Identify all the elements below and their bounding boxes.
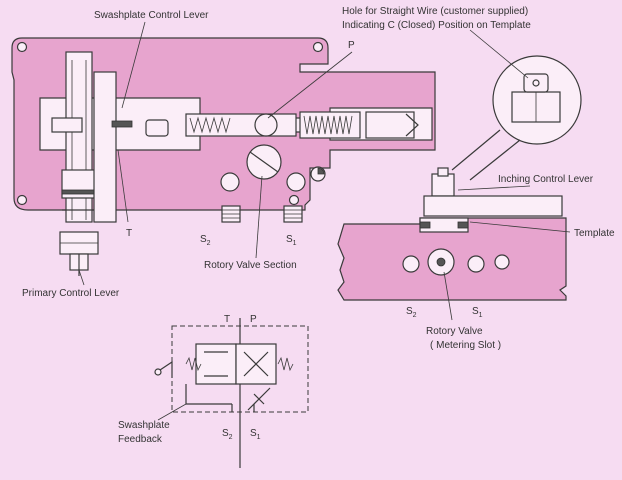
inching-lever-detail	[337, 55, 582, 301]
leader-template	[469, 221, 571, 233]
label-rotory-valve-section: Rotory Valve Section	[204, 260, 297, 271]
leader-primary	[78, 269, 85, 286]
inching-rotary-core	[436, 257, 446, 267]
fitting-s2-thread	[222, 209, 240, 219]
port-s1-circle	[286, 172, 306, 192]
schem-lever-pivot	[154, 368, 162, 376]
inching-small-port	[494, 254, 510, 270]
spool-body	[185, 113, 297, 137]
leader-inching	[457, 185, 531, 191]
schem-spring-right	[277, 356, 294, 372]
left-pin	[51, 117, 83, 133]
template-seal-right	[457, 221, 469, 229]
leader-swashplate	[121, 21, 146, 109]
inching-knob	[431, 173, 455, 197]
label-inching-control-lever: Inching Control Lever	[498, 174, 594, 185]
label-s1-main: S1	[286, 234, 297, 247]
leader-feedback	[157, 403, 187, 421]
valve-left-paths	[204, 351, 228, 377]
inching-lever-plate	[423, 195, 563, 217]
label-hole-line1: Hole for Straight Wire (customer supplie…	[342, 6, 528, 17]
label-template: Template	[574, 228, 615, 239]
zoom-leader-b	[469, 139, 521, 181]
spool-spring-right	[303, 115, 353, 135]
main-valve-assembly	[11, 37, 436, 276]
mount-hole-tl	[16, 41, 28, 53]
label-p-schem: P	[250, 314, 257, 325]
detail-wire-hole	[532, 79, 540, 87]
valve-right-paths	[243, 351, 269, 377]
schem-orifice	[247, 387, 271, 411]
swashplate-lever-block	[93, 71, 117, 223]
label-swashplate-control-lever: Swashplate Control Lever	[94, 10, 209, 21]
label-s1-right: S1	[472, 306, 483, 319]
label-swashplate-feedback-1: Swashplate	[118, 420, 170, 431]
label-s2-schem: S2	[222, 428, 233, 441]
label-p-top: P	[348, 40, 355, 51]
mount-hole-tr	[312, 41, 324, 53]
rotary-valve-slot	[249, 151, 279, 173]
small-port-fill	[317, 167, 325, 175]
leader-hole	[469, 29, 529, 79]
leader-rotory-valve	[443, 271, 453, 321]
mount-hole-br	[288, 194, 300, 206]
label-primary-control-lever: Primary Control Lever	[22, 288, 120, 299]
leader-rotory-section	[255, 175, 263, 259]
leader-p	[267, 51, 353, 119]
spool-spring-left	[189, 116, 231, 134]
label-s1-schem: S1	[250, 428, 261, 441]
schem-spring-left	[185, 356, 202, 372]
end-plug-tip	[405, 113, 419, 137]
inching-port-s2	[402, 255, 420, 273]
inching-port-s1	[467, 255, 485, 273]
end-plug	[365, 111, 415, 139]
valve-envelope-left	[195, 343, 237, 385]
template-seal-left	[419, 221, 431, 229]
label-t-schem: T	[224, 314, 230, 325]
inching-knob-top	[437, 167, 449, 177]
fitting-s1-thread	[284, 209, 302, 219]
labels: Swashplate Control Lever Hole for Straig…	[22, 6, 615, 445]
label-s2-right: S2	[406, 306, 417, 319]
label-t-main: T	[126, 228, 132, 239]
hydraulic-schematic	[154, 318, 309, 468]
link-pin	[145, 119, 169, 137]
label-s2-main: S2	[200, 234, 211, 247]
schem-feedback-line	[185, 384, 232, 405]
leader-lines	[78, 21, 571, 421]
spring-housing	[299, 111, 361, 139]
swashplate-slot	[111, 120, 133, 128]
port-s2-circle	[220, 172, 240, 192]
leader-t	[117, 149, 129, 223]
schem-port-stubs	[231, 404, 255, 412]
label-swashplate-feedback-2: Feedback	[118, 434, 163, 445]
mount-hole-bl	[16, 194, 28, 206]
schem-lever-actuator	[159, 360, 173, 378]
zoom-leader-a	[451, 129, 501, 171]
label-rotory-valve: Rotory Valve	[426, 326, 483, 337]
label-metering-slot: ( Metering Slot )	[430, 340, 501, 351]
label-hole-line2: Indicating C (Closed) Position on Templa…	[342, 20, 531, 31]
shaft-seal	[61, 189, 97, 195]
spool-land	[254, 113, 278, 137]
